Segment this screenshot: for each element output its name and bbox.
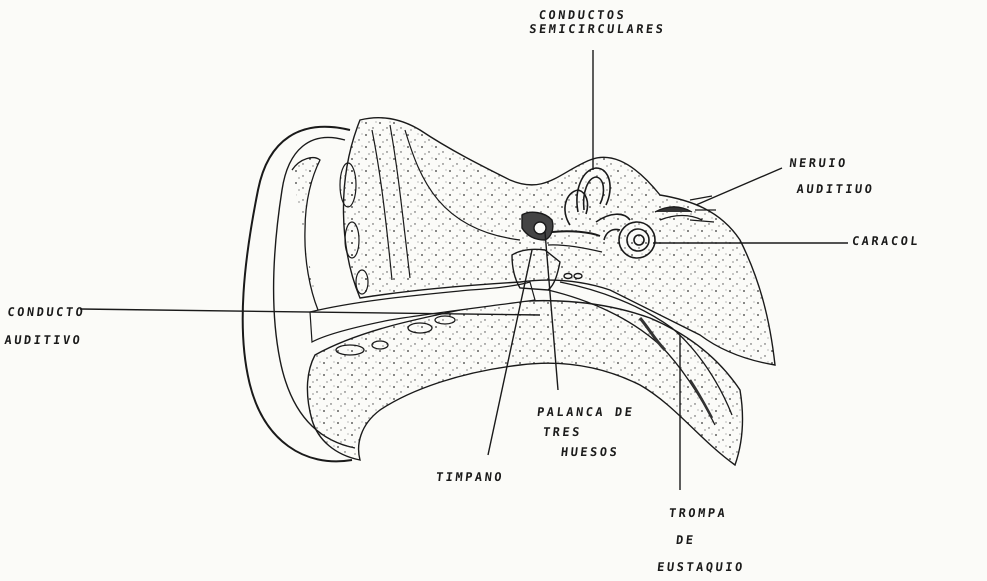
label-nervio-line1: NERUIO xyxy=(788,150,879,176)
label-conductos-semicirculares: CONDUCTOS SEMICIRCULARES xyxy=(529,8,668,36)
label-palanca-line2: TRES xyxy=(534,422,633,442)
label-palanca-line1: PALANCA DE xyxy=(536,402,635,422)
label-trompa-de-eustaquio: TROMPA DE EUSTAQUIO xyxy=(656,500,752,581)
label-conducto-line1: CONDUCTO xyxy=(6,298,87,326)
label-palanca-line3: HUESOS xyxy=(532,442,631,462)
label-nervio-auditivo: NERUIO AUDITIUO xyxy=(785,150,878,202)
label-trompa-line1: TROMPA xyxy=(661,500,751,527)
label-caracol: CARACOL xyxy=(851,234,921,248)
label-conductos-line1: CONDUCTOS xyxy=(530,8,668,22)
leader-nervio xyxy=(696,168,782,205)
label-conducto-auditivo: CONDUCTO AUDITIVO xyxy=(3,298,87,354)
label-nervio-line2: AUDITIUO xyxy=(785,176,876,202)
label-timpano: TIMPANO xyxy=(435,470,505,484)
label-palanca-de-tres-huesos: PALANCA DE TRES HUESOS xyxy=(532,402,636,462)
label-conductos-line2: SEMICIRCULARES xyxy=(529,22,667,36)
label-trompa-line2: DE xyxy=(659,527,749,554)
label-conducto-line2: AUDITIVO xyxy=(3,326,84,354)
label-trompa-line3: EUSTAQUIO xyxy=(656,554,746,581)
